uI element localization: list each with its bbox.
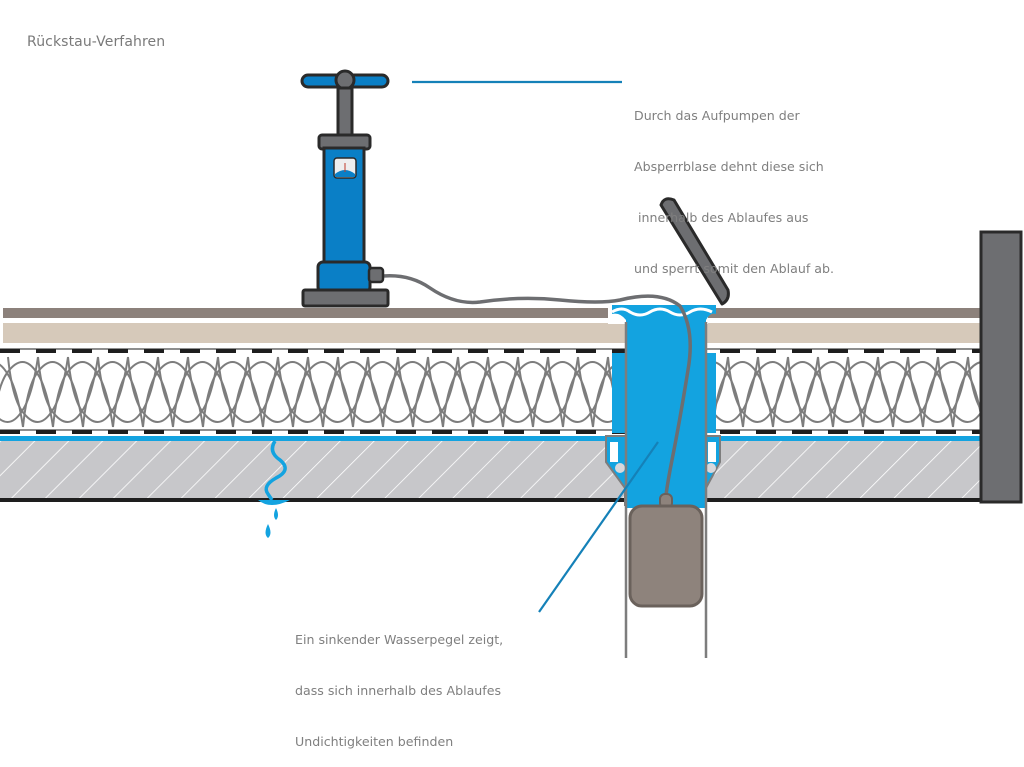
insulation-loop	[352, 361, 414, 428]
insulation-loop	[112, 361, 174, 428]
insulation-loop	[547, 356, 609, 423]
shut-off-bladder	[628, 493, 704, 608]
water-leak	[258, 440, 290, 538]
insulation-loop	[907, 356, 969, 423]
insulation-loop	[757, 356, 819, 423]
insulation-loop	[157, 356, 219, 423]
insulation-loop	[847, 356, 909, 423]
insulation-loop	[37, 356, 99, 423]
insulation-loop	[517, 356, 579, 423]
pressure-gauge	[333, 157, 357, 179]
insulation-loop	[187, 356, 249, 423]
leak-callout-line	[538, 441, 659, 613]
pump-annotation-line: innerhalb des Ablaufes aus	[634, 210, 809, 225]
insulation-loop	[142, 361, 204, 428]
leak-annotation-line: Ein sinkender Wasserpegel zeigt,	[295, 632, 504, 647]
leak-annotation-line: dass sich innerhalb des Ablaufes	[295, 683, 502, 698]
insulation-loop	[772, 361, 834, 428]
insulation-loop	[307, 356, 369, 423]
pump-annotation-line: Durch das Aufpumpen der	[634, 108, 800, 123]
insulation-loop	[277, 356, 339, 423]
insulation-loop	[97, 356, 159, 423]
insulation-loop	[0, 361, 54, 428]
separation-membrane	[0, 348, 980, 353]
insulation-loop	[22, 361, 84, 428]
insulation-loop	[217, 356, 279, 423]
insulation-loop	[367, 356, 429, 423]
insulation-loop	[127, 356, 189, 423]
insulation-loop	[292, 361, 354, 428]
pump-annotation: Durch das Aufpumpen der Absperrblase deh…	[634, 73, 834, 294]
pump-annotation-line: Absperrblase dehnt diese sich	[634, 159, 824, 174]
insulation-loop	[502, 361, 564, 428]
insulation-loop	[457, 356, 519, 423]
insulation-loop	[442, 361, 504, 428]
insulation-loop	[172, 361, 234, 428]
insulation-loop	[742, 361, 804, 428]
thermal-insulation	[0, 356, 980, 428]
insulation-loop	[892, 361, 954, 428]
insulation-loop	[232, 361, 294, 428]
paving-layer	[3, 308, 980, 318]
insulation-loop	[412, 361, 474, 428]
insulation-loop	[382, 361, 444, 428]
insulation-loop	[832, 361, 894, 428]
insulation-loop	[472, 361, 534, 428]
insulation-loop	[337, 356, 399, 423]
insulation-loop	[967, 356, 980, 410]
insulation-loop	[202, 361, 264, 428]
insulation-loop	[922, 361, 980, 428]
insulation-loop	[0, 356, 39, 423]
insulation-loop	[247, 356, 309, 423]
insulation-loop	[7, 356, 69, 423]
leak-annotation-line: Undichtigkeiten befinden	[295, 734, 454, 749]
insulation-loop	[67, 356, 129, 423]
screed-layer	[3, 323, 980, 343]
insulation-loop	[262, 361, 324, 428]
air-hose	[382, 274, 692, 496]
insulation-loop	[862, 361, 924, 428]
insulation-loop	[487, 356, 549, 423]
vapor-barrier-membrane	[0, 429, 980, 441]
insulation-loop	[532, 361, 594, 428]
roof-drain-diagram	[0, 69, 1023, 658]
insulation-loop	[712, 361, 774, 428]
insulation-loop	[727, 356, 789, 423]
insulation-loop	[82, 361, 144, 428]
insulation-loop	[802, 361, 864, 428]
parapet-wall	[979, 230, 1023, 504]
hand-pump[interactable]	[300, 69, 390, 308]
insulation-loop	[877, 356, 939, 423]
insulation-loop	[427, 356, 489, 423]
leak-annotation: Ein sinkender Wasserpegel zeigt, dass si…	[295, 597, 503, 767]
insulation-loop	[0, 363, 24, 428]
concrete-slab	[0, 441, 980, 502]
insulation-loop	[817, 356, 879, 423]
pump-annotation-line: und sperrt somit den Ablauf ab.	[634, 261, 834, 276]
insulation-loop	[937, 356, 980, 423]
drain-lid[interactable]	[659, 197, 730, 306]
insulation-loop	[52, 361, 114, 428]
insulation-loop	[787, 356, 849, 423]
insulation-loop	[397, 356, 459, 423]
diagram-title: Rückstau-Verfahren	[27, 34, 166, 50]
insulation-loop	[322, 361, 384, 428]
insulation-loop	[952, 361, 980, 428]
